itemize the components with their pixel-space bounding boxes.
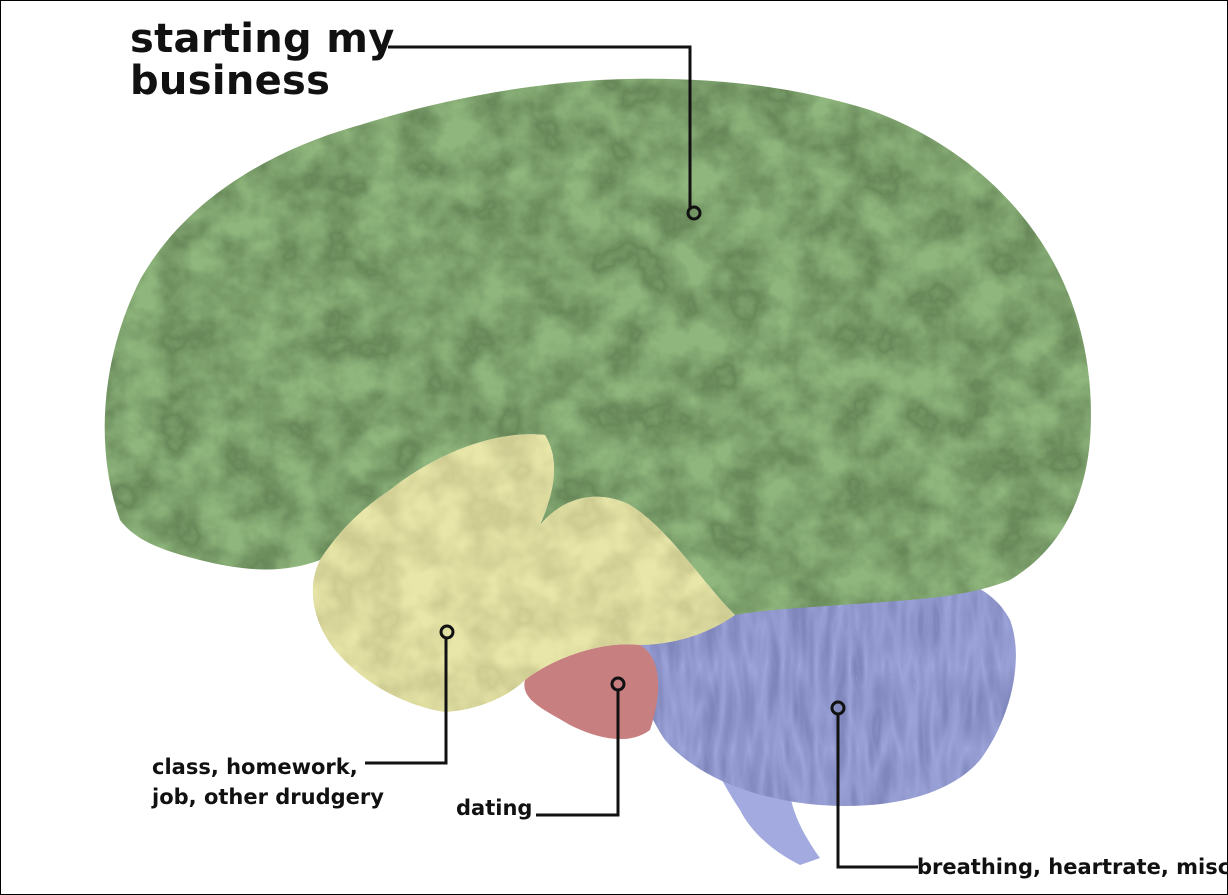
frontal-label: starting my business [130, 18, 395, 102]
frontal-label-line-1: starting my [130, 18, 395, 60]
limbic-label: dating [456, 797, 532, 819]
temporal-label-line-2: job, other drudgery [152, 782, 384, 812]
cerebellum-label: breathing, heartrate, misc. [917, 856, 1228, 878]
temporal-label-line-1: class, homework, [152, 752, 384, 782]
temporal-label: class, homework, job, other drudgery [152, 752, 384, 812]
frontal-label-line-2: business [130, 60, 395, 102]
